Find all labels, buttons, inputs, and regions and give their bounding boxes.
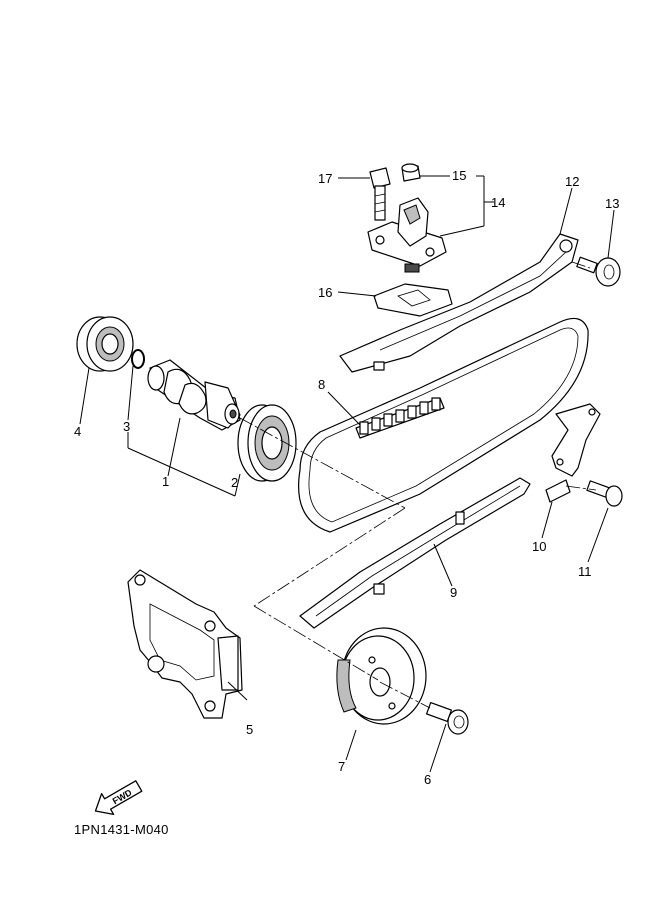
camshaft-part-1 bbox=[147, 359, 241, 431]
callout-6: 6 bbox=[424, 772, 431, 787]
callout-5: 5 bbox=[246, 722, 253, 737]
sprocket-bolt-part-6 bbox=[426, 701, 469, 735]
callout-8: 8 bbox=[318, 377, 325, 392]
chain-guide-part-12 bbox=[339, 233, 579, 373]
leader-lines bbox=[79, 175, 615, 773]
cap-bolt-part-15 bbox=[401, 163, 421, 182]
callout-1: 1 bbox=[162, 474, 169, 489]
callout-numbers: 1 2 3 4 5 6 7 8 9 10 11 12 13 14 15 16 1… bbox=[74, 168, 619, 787]
chain-guide-part-9 bbox=[299, 477, 531, 629]
callout-10: 10 bbox=[532, 539, 546, 554]
alignment-lines bbox=[239, 261, 597, 709]
gasket-part-5 bbox=[127, 569, 243, 719]
tensioner-part-14 bbox=[367, 197, 447, 273]
callout-13: 13 bbox=[605, 196, 619, 211]
diagram-code: 1PN1431-M040 bbox=[74, 822, 169, 837]
stopper-guide-part-10 bbox=[545, 403, 601, 503]
cam-sprocket-part-7 bbox=[336, 627, 427, 725]
o-ring-part-3 bbox=[131, 349, 145, 369]
callout-9: 9 bbox=[450, 585, 457, 600]
callout-14: 14 bbox=[491, 195, 505, 210]
callout-15: 15 bbox=[452, 168, 466, 183]
callout-2: 2 bbox=[231, 475, 238, 490]
pivot-bolt-part-13 bbox=[576, 256, 621, 287]
callout-17: 17 bbox=[318, 171, 332, 186]
fwd-arrow-icon: FWD bbox=[94, 780, 143, 816]
bolt-part-11 bbox=[586, 480, 623, 507]
cam-chain-part-8 bbox=[355, 397, 445, 439]
gasket-part-16 bbox=[373, 283, 453, 317]
bearing-part-2 bbox=[237, 404, 297, 482]
callout-16: 16 bbox=[318, 285, 332, 300]
cam-chain-loop bbox=[298, 317, 589, 533]
callout-11: 11 bbox=[578, 564, 592, 579]
callout-7: 7 bbox=[338, 759, 345, 774]
callout-3: 3 bbox=[123, 419, 130, 434]
callout-12: 12 bbox=[565, 174, 579, 189]
bolt-part-17 bbox=[369, 167, 391, 221]
bearing-part-4 bbox=[76, 316, 134, 372]
callout-4: 4 bbox=[74, 424, 81, 439]
